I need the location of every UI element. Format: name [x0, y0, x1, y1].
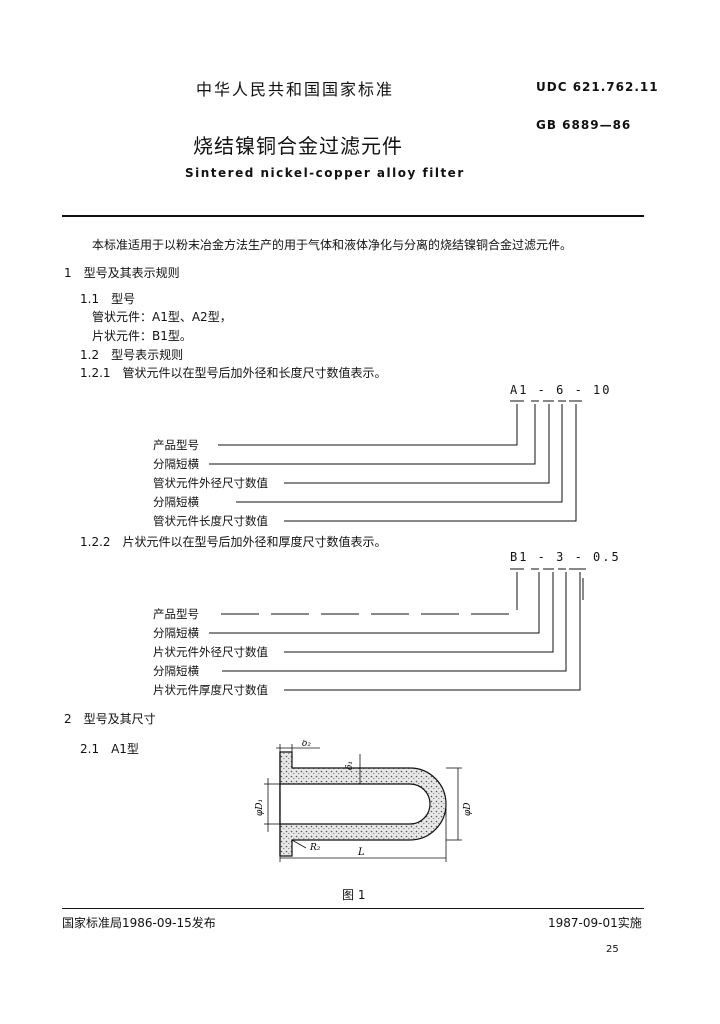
figure-1-drawing: δ₂ δ₁ φD₁ φD R₂ L — [255, 740, 473, 862]
section-2-1-heading: 2.1 A1型 — [80, 742, 139, 756]
dim-L-label: L — [357, 847, 365, 858]
section-2-heading: 2 型号及其尺寸 — [64, 712, 156, 726]
page-number: 25 — [606, 944, 619, 955]
section-1-heading: 1 型号及其表示规则 — [64, 266, 180, 280]
sheet-types: 片状元件：B1型。 — [92, 329, 192, 343]
code-a-designation: A1 - 6 - 10 — [510, 383, 612, 397]
code-a-label-4: 分隔短横 — [153, 495, 199, 509]
intro-paragraph: 本标准适用于以粉末冶金方法生产的用于气体和液体净化与分离的烧结镍铜合金过滤元件。 — [92, 238, 573, 252]
code-b-label-1: 产品型号 — [153, 607, 199, 621]
dim-delta2-label: δ₂ — [302, 740, 311, 749]
section-1-1-heading: 1.1 型号 — [80, 292, 136, 306]
tubular-types: 管状元件：A1型、A2型， — [92, 310, 232, 324]
gb-number: GB 6889—86 — [536, 118, 632, 132]
code-a-label-2: 分隔短横 — [153, 457, 199, 471]
title-cn: 烧结镍铜合金过滤元件 — [193, 134, 403, 158]
udc-code: UDC 621.762.11 — [536, 80, 659, 94]
code-b-label-4: 分隔短横 — [153, 664, 199, 678]
standard-org: 中华人民共和国国家标准 — [196, 80, 395, 99]
dim-D1-label: φD₁ — [255, 799, 265, 816]
dim-D-label: φD — [463, 802, 473, 816]
code-b-label-2: 分隔短横 — [153, 626, 199, 640]
footer-rule — [62, 908, 644, 909]
effective-date: 1987-09-01实施 — [548, 916, 642, 930]
section-1-2-2-text: 1.2.2 片状元件以在型号后加外径和厚度尺寸数值表示。 — [80, 535, 387, 549]
code-a-label-3: 管状元件外径尺寸数值 — [153, 476, 268, 490]
issue-date: 国家标准局1986-09-15发布 — [62, 916, 216, 930]
code-b-label-5: 片状元件厚度尺寸数值 — [153, 683, 268, 697]
code-a-label-5: 管状元件长度尺寸数值 — [153, 514, 268, 528]
header-rule — [62, 215, 644, 217]
dim-R2-label: R₂ — [309, 843, 321, 853]
code-a-label-1: 产品型号 — [153, 438, 199, 452]
figure-caption: 图 1 — [342, 888, 366, 902]
code-b-label-3: 片状元件外径尺寸数值 — [153, 645, 268, 659]
section-1-2-1-text: 1.2.1 管状元件以在型号后加外径和长度尺寸数值表示。 — [80, 366, 387, 380]
dim-delta1-label: δ₁ — [345, 761, 355, 770]
code-b-designation: B1 - 3 - 0.5 — [510, 550, 621, 564]
section-1-2-heading: 1.2 型号表示规则 — [80, 348, 184, 362]
title-en: Sintered nickel-copper alloy filter — [185, 166, 465, 180]
